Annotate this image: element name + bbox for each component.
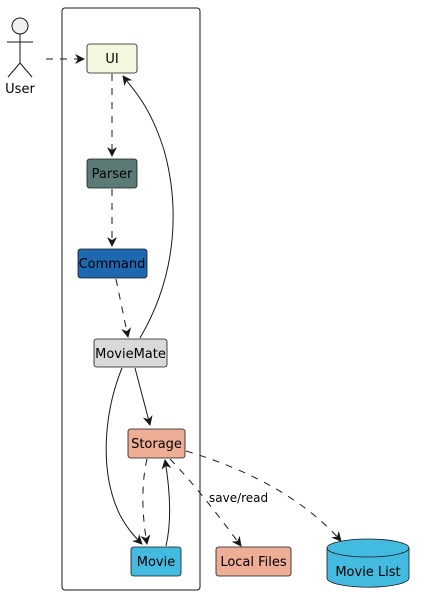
component-parser: Parser [86, 158, 138, 189]
component-ui-label: UI [105, 52, 118, 67]
component-storage-label: Storage [131, 437, 182, 452]
edge-moviemate-to-ui [122, 75, 174, 339]
component-movie-label: Movie [137, 555, 175, 570]
component-movie-box [130, 546, 182, 577]
component-local-files-box [215, 546, 292, 577]
component-ui: UI [86, 43, 138, 74]
component-moviemate-label: MovieMate [95, 347, 166, 362]
component-movie: Movie [130, 546, 182, 577]
edge-movie-to-storage [161, 459, 172, 547]
component-command-label: Command [79, 257, 146, 272]
edge-storage-to-localfiles [169, 458, 242, 547]
database-movie-list-rim [326, 547, 410, 558]
edge-moviemate-to-movie [105, 367, 143, 545]
component-local-files-label: Local Files [220, 555, 287, 570]
edge-moviemate-to-storage [134, 367, 153, 426]
user-actor-head [11, 17, 29, 35]
component-parser-box [86, 158, 138, 189]
database-movie-list: Movie List [326, 538, 410, 588]
user-actor-label: User [5, 82, 35, 97]
component-storage-box [127, 428, 186, 459]
user-actor: User [5, 17, 35, 97]
component-storage: Storage [127, 428, 186, 459]
component-ui-box [86, 43, 138, 74]
component-command: Command [77, 248, 148, 279]
edge-label-save-read: save/read [209, 491, 268, 505]
component-moviemate-box [93, 338, 168, 368]
edge-storage-to-movie [140, 458, 151, 545]
component-moviemate: MovieMate [93, 338, 168, 368]
component-command-box [77, 248, 148, 279]
edge-command-to-moviemate [115, 278, 132, 338]
component-parser-label: Parser [92, 167, 133, 182]
component-local-files: Local Files [215, 546, 292, 577]
system-boundary [61, 7, 201, 591]
database-movie-list-label: Movie List [335, 565, 400, 580]
database-movie-list-body [326, 538, 410, 588]
